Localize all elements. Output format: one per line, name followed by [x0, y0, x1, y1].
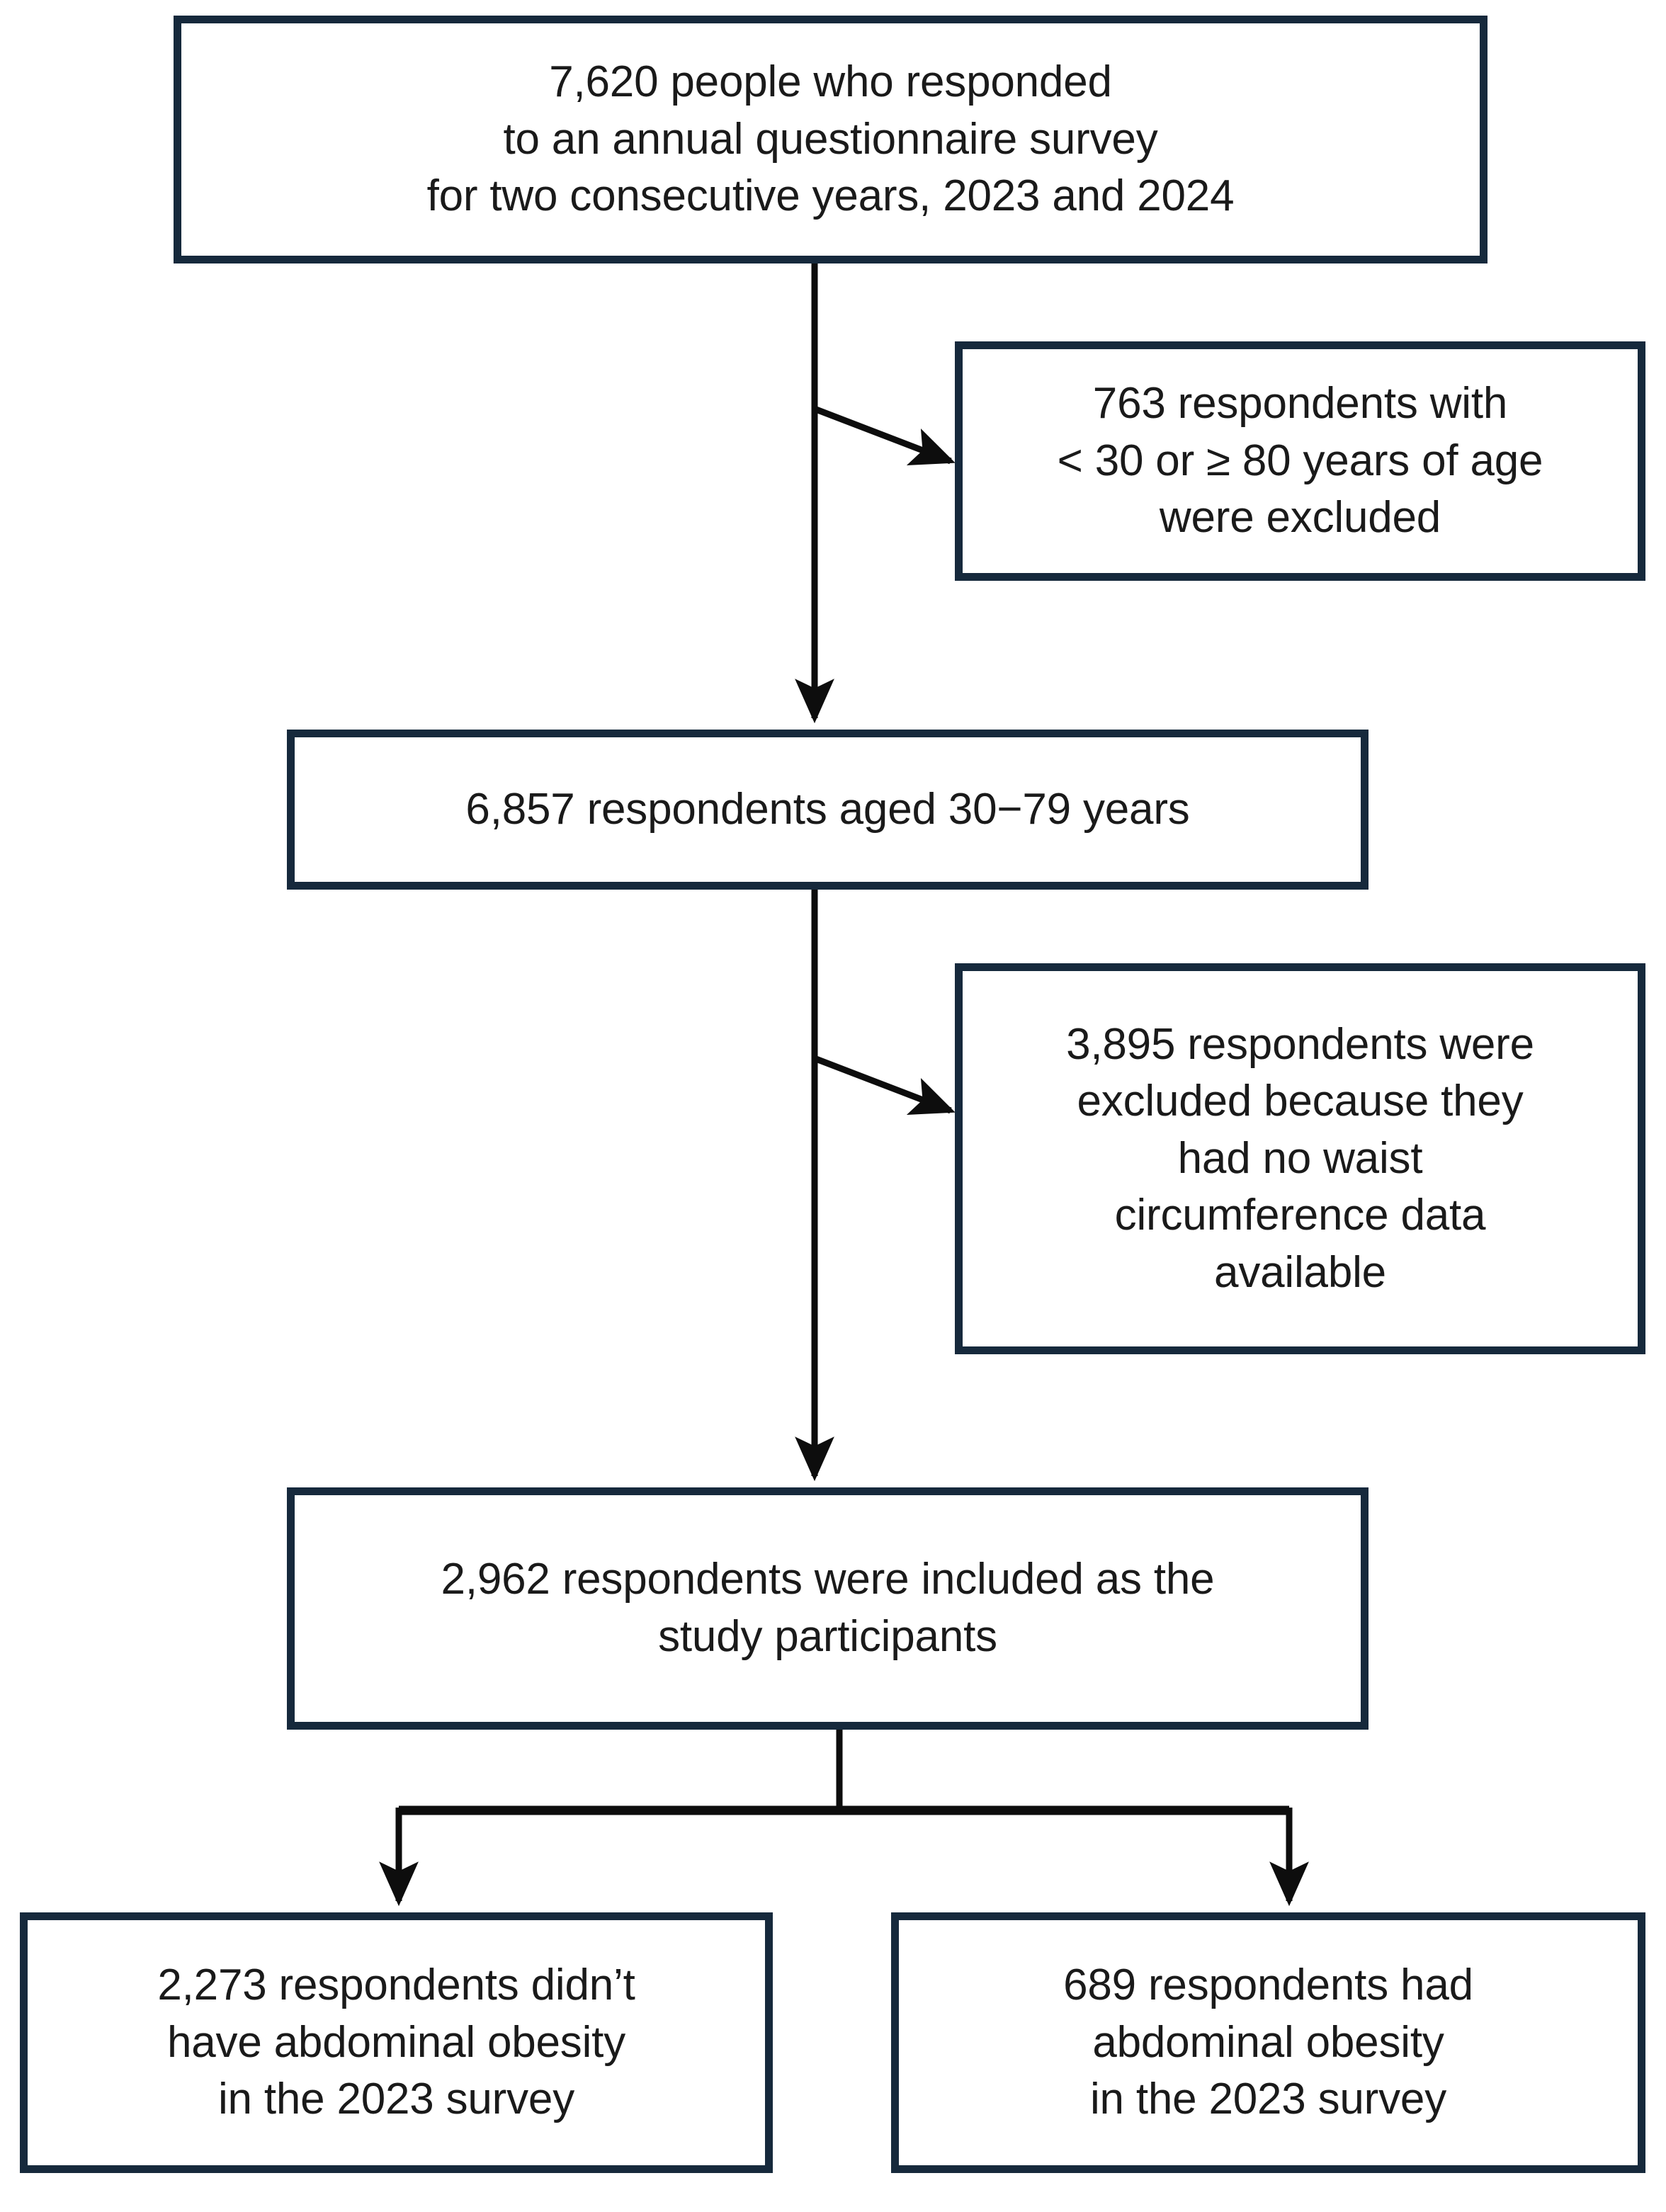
edge-aged-to-excluded-waist	[815, 1055, 956, 1116]
edge-included-split	[379, 1730, 1309, 1907]
node-aged-30-79: 6,857 respondents aged 30−79 years	[287, 730, 1368, 890]
node-aged-30-79-label: 6,857 respondents aged 30−79 years	[465, 784, 1190, 834]
node-no-abdominal-obesity-label: 2,273 respondents didn’t have abdominal …	[157, 1961, 635, 2124]
edge-source-to-excluded-age	[815, 406, 956, 466]
node-abdominal-obesity: 689 respondents had abdominal obesity in…	[891, 1912, 1645, 2173]
node-source-population-label: 7,620 people who responded to an annual …	[426, 57, 1235, 221]
node-included-participants-label: 2,962 respondents were included as the s…	[441, 1555, 1215, 1661]
node-source-population: 7,620 people who responded to an annual …	[174, 16, 1488, 263]
node-excluded-no-waist-data: 3,895 respondents were excluded because …	[955, 963, 1645, 1354]
node-no-abdominal-obesity: 2,273 respondents didn’t have abdominal …	[20, 1912, 773, 2173]
node-abdominal-obesity-label: 689 respondents had abdominal obesity in…	[1063, 1961, 1473, 2124]
node-excluded-by-age-label: 763 respondents with < 30 or ≥ 80 years …	[1057, 379, 1543, 543]
node-included-participants: 2,962 respondents were included as the s…	[287, 1487, 1368, 1730]
node-excluded-by-age: 763 respondents with < 30 or ≥ 80 years …	[955, 341, 1645, 581]
node-excluded-no-waist-data-label: 3,895 respondents were excluded because …	[1066, 1019, 1534, 1297]
